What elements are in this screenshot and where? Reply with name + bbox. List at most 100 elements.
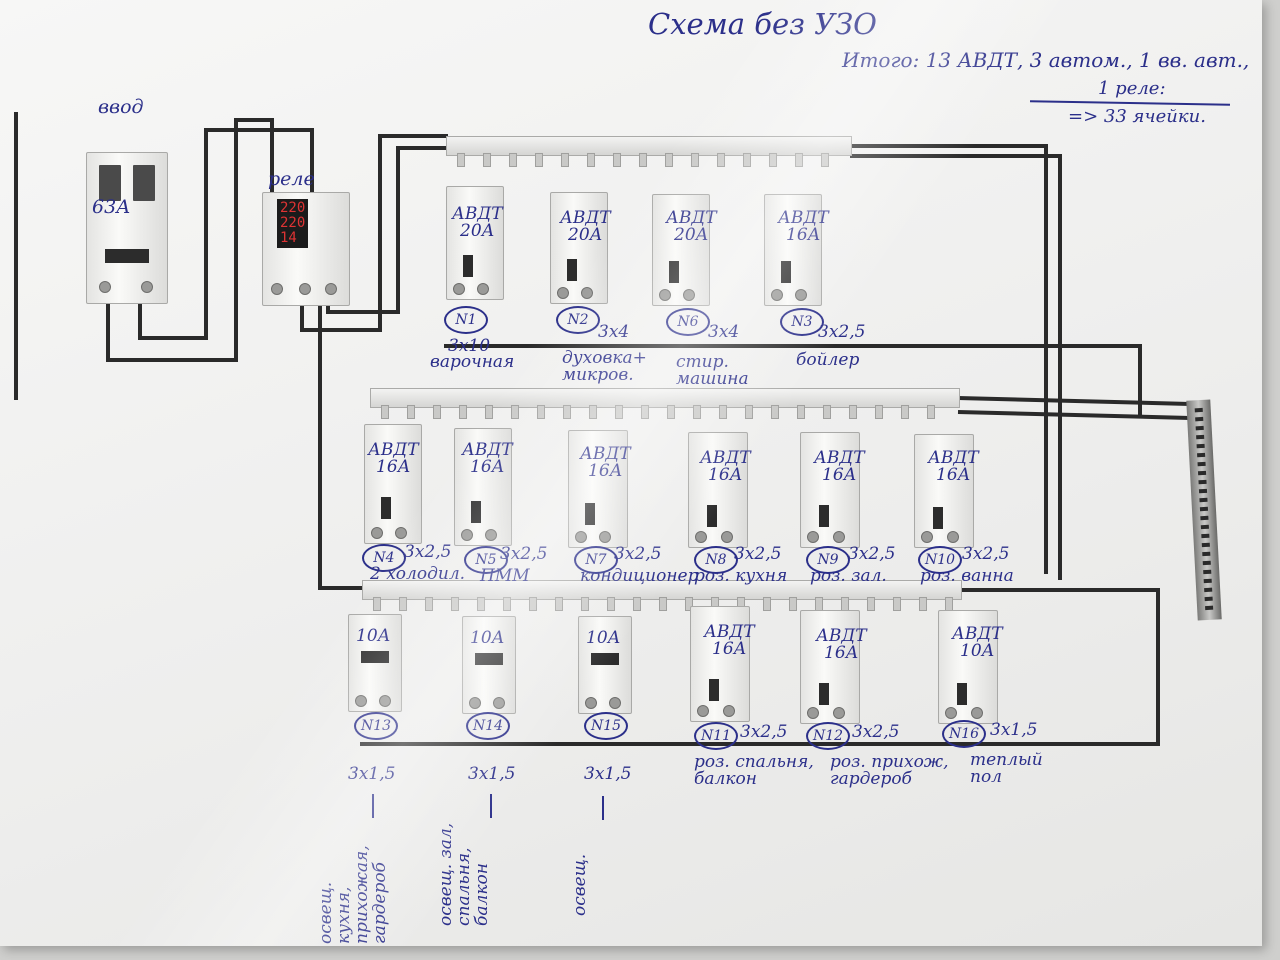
busbar-tooth bbox=[769, 153, 777, 167]
circuit-number-n10: N10 bbox=[918, 546, 962, 574]
busbar-tooth bbox=[433, 405, 441, 419]
circuit-number-n11: N11 bbox=[694, 722, 738, 750]
wire-bus3-right bbox=[960, 588, 1160, 746]
breaker-n10 bbox=[914, 434, 974, 548]
neutral-bar-hole bbox=[1204, 596, 1213, 602]
input-breaker bbox=[86, 152, 168, 304]
cable-n5: 3х2,5 bbox=[500, 544, 548, 564]
wire-bus1-right-2 bbox=[850, 154, 1062, 580]
neutral-bar-hole bbox=[1205, 605, 1214, 611]
breaker-n7 bbox=[568, 430, 628, 548]
neutral-bar-hole bbox=[1199, 497, 1208, 503]
neutral-bar-hole bbox=[1202, 560, 1211, 566]
breaker-n11 bbox=[690, 606, 750, 722]
use-n8: роз. кухня bbox=[694, 566, 788, 586]
wire-bus2-right-2 bbox=[957, 410, 1191, 420]
cable-n2: 3х4 bbox=[598, 322, 630, 342]
busbar-tooth bbox=[641, 405, 649, 419]
circuit-number-n13: N13 bbox=[354, 712, 398, 740]
circuit-number-n4: N4 bbox=[362, 544, 406, 572]
busbar-tooth bbox=[587, 153, 595, 167]
busbar-tooth bbox=[849, 405, 857, 419]
busbar-tooth bbox=[535, 153, 543, 167]
breaker-n14 bbox=[462, 616, 516, 714]
busbar-tooth bbox=[529, 597, 537, 611]
neutral-bar-hole bbox=[1199, 506, 1209, 512]
use-n12: роз. прихож,гардероб bbox=[830, 752, 949, 789]
busbar-tooth bbox=[745, 405, 753, 419]
summary-line-3: => 33 ячейки. bbox=[1068, 106, 1206, 127]
use-n11: роз. спальня,балкон bbox=[694, 752, 814, 789]
busbar-tooth bbox=[503, 597, 511, 611]
circuit-number-n5: N5 bbox=[464, 546, 508, 574]
neutral-bar-hole bbox=[1203, 578, 1212, 584]
busbar-tooth bbox=[511, 405, 519, 419]
device-name-n13: 10А bbox=[356, 626, 391, 646]
use-n3: бойлер bbox=[796, 350, 860, 370]
busbar-tooth bbox=[373, 597, 381, 611]
busbar-tooth bbox=[459, 405, 467, 419]
busbar-tooth bbox=[867, 597, 875, 611]
neutral-bar-hole bbox=[1200, 515, 1209, 521]
busbar-tooth bbox=[613, 153, 621, 167]
busbar-tooth bbox=[771, 405, 779, 419]
neutral-bar-hole bbox=[1195, 425, 1204, 431]
relay-label: реле bbox=[268, 168, 315, 190]
busbar-tooth bbox=[381, 405, 389, 419]
tick-n13 bbox=[372, 794, 374, 818]
cable-n4: 3х2,5 bbox=[404, 542, 452, 562]
use-n10: роз. ванна bbox=[920, 566, 1014, 586]
cable-n11: 3х2,5 bbox=[740, 722, 788, 742]
neutral-bar-hole bbox=[1197, 452, 1206, 458]
cable-n14: 3х1,5 bbox=[468, 764, 516, 784]
busbar-tooth bbox=[717, 153, 725, 167]
busbar-tooth bbox=[945, 597, 953, 611]
busbar-tooth bbox=[797, 405, 805, 419]
breaker-n13 bbox=[348, 614, 402, 712]
cable-n15: 3х1,5 bbox=[584, 764, 632, 784]
busbar-tooth bbox=[615, 405, 623, 419]
cable-n12: 3х2,5 bbox=[852, 722, 900, 742]
circuit-number-n7: N7 bbox=[574, 546, 618, 574]
cable-n7: 3х2,5 bbox=[614, 544, 662, 564]
breaker-n12 bbox=[800, 610, 860, 724]
device-name-n15: 10А bbox=[586, 628, 621, 648]
neutral-bar-hole bbox=[1197, 461, 1206, 467]
busbar-row-3 bbox=[362, 580, 962, 611]
busbar-tooth bbox=[477, 597, 485, 611]
busbar-tooth bbox=[763, 597, 771, 611]
busbar-tooth bbox=[561, 153, 569, 167]
cable-n13: 3х1,5 bbox=[348, 764, 396, 784]
use-n14: освещ. зал,спальня,балкон bbox=[436, 822, 492, 926]
busbar-tooth bbox=[691, 153, 699, 167]
busbar-tooth bbox=[665, 153, 673, 167]
use-n15: освещ. bbox=[570, 853, 590, 916]
busbar-tooth bbox=[795, 153, 803, 167]
use-n5: ПММ bbox=[480, 566, 530, 586]
busbar-tooth bbox=[451, 597, 459, 611]
circuit-number-n3: N3 bbox=[780, 308, 824, 336]
use-n6: стир.машина bbox=[676, 352, 749, 389]
neutral-bar-hole bbox=[1198, 488, 1208, 494]
neutral-bar-hole bbox=[1194, 407, 1203, 413]
cable-n8: 3х2,5 bbox=[734, 544, 782, 564]
wire-bus1-right bbox=[850, 144, 1048, 574]
busbar-tooth bbox=[821, 153, 829, 167]
busbar-tooth bbox=[659, 597, 667, 611]
circuit-number-n1: N1 bbox=[444, 306, 488, 334]
busbar-tooth bbox=[537, 405, 545, 419]
wire-relay-to-bus1-b bbox=[326, 146, 448, 314]
wire-relay-to-bus1 bbox=[300, 134, 448, 332]
